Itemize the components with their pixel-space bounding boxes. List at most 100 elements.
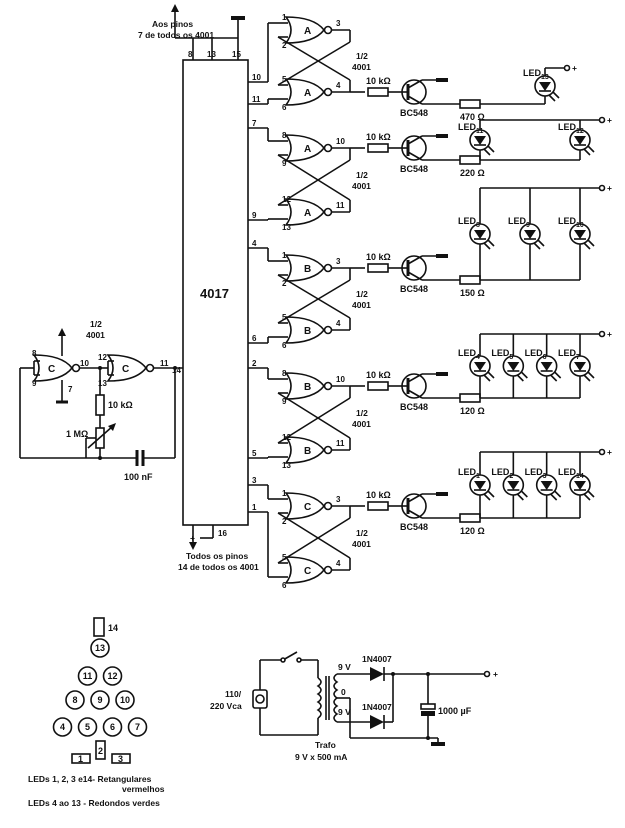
led-label: LED7 [558, 348, 580, 361]
tree-label-14: 14 [108, 623, 118, 633]
transistor-label: BC548 [400, 108, 428, 118]
led-label: LED8 [458, 216, 480, 229]
gate-letter: A [304, 208, 311, 219]
vcc-plus: + [572, 63, 577, 73]
gate-pin-in1: 8 [282, 369, 287, 378]
osc-cap-label: 100 nF [124, 472, 153, 482]
led-label: LED6 [525, 348, 547, 361]
gate-pin-in1: 5 [282, 313, 287, 322]
gate-pin-out: 3 [336, 495, 341, 504]
osc-half-1: 1/2 [90, 319, 102, 329]
led-name: LED [508, 216, 527, 226]
ic-output-pin: 6 [252, 334, 257, 343]
vcc-plus: + [607, 115, 612, 125]
led-name: LED [458, 348, 477, 358]
gate-pin-in1: 8 [282, 131, 287, 140]
led-name: LED [558, 216, 577, 226]
ic-output-pin: 7 [252, 119, 257, 128]
gate-pin-out: 11 [336, 439, 345, 448]
psu-v1: 9 V [338, 662, 351, 672]
ic-pin-8: 8 [188, 50, 193, 59]
gate-letter: B [304, 326, 311, 337]
led-name: LED [558, 467, 577, 477]
psu-mains-1: 110/ [225, 689, 242, 699]
psu-cap: 1000 µF [438, 706, 472, 716]
ic-output-pin: 1 [252, 503, 257, 512]
gate-pin-in1: 1 [282, 489, 287, 498]
legend-line3: LEDs 4 ao 13 - Redondos verdes [28, 798, 160, 808]
gate-pin-in2: 6 [282, 103, 287, 112]
half-label-1: 1/2 [356, 51, 368, 61]
tree-led [90, 690, 110, 710]
tree-led-number: 11 [83, 671, 93, 681]
psu-d1: 1N4007 [362, 654, 392, 664]
gate-pin-in2: 13 [282, 223, 291, 232]
gate-pin-in2: 2 [282, 279, 287, 288]
tree-rect [111, 753, 131, 764]
tree-label-2: 2 [98, 746, 103, 756]
base-resistor-label: 10 kΩ [366, 490, 391, 500]
led-label: LED1 [458, 467, 480, 480]
base-resistor-label: 10 kΩ [366, 370, 391, 380]
led-label: LED10 [558, 216, 584, 229]
legend-line2: vermelhos [122, 784, 165, 794]
vcc-plus: + [607, 329, 612, 339]
led-name: LED [458, 467, 477, 477]
led-label: LED14 [558, 467, 584, 480]
ic-pin-14: 14 [172, 366, 181, 375]
psu-mains-2: 220 Vca [210, 701, 242, 711]
tree-rect [71, 753, 91, 764]
gate-pin-in2: 6 [282, 341, 287, 350]
tree-led-number: 10 [120, 695, 130, 705]
tree-led-number: 13 [95, 643, 105, 653]
gate-pin-out: 10 [336, 137, 345, 146]
led-sub: 13 [541, 74, 549, 81]
led-label: LED9 [508, 216, 530, 229]
half-label-1: 1/2 [356, 408, 368, 418]
tree-led [65, 690, 85, 710]
half-label-2: 4001 [352, 419, 371, 429]
ic-output-pin: 10 [252, 73, 261, 82]
tree-label-3: 3 [118, 754, 123, 764]
led-name: LED [523, 68, 542, 78]
gate-pin-in1: 5 [282, 75, 287, 84]
tree-led [77, 666, 98, 686]
ic-output-pin: 3 [252, 476, 257, 485]
oscillator: C C 1/2 4001 8 9 10 12 13 11 7 100 nF [19, 319, 183, 482]
led-label: LED4 [458, 348, 480, 361]
led-name: LED [458, 122, 477, 132]
psu-plus: + [493, 669, 498, 679]
tree-led-number: 8 [72, 695, 77, 705]
ic-output-pin: 5 [252, 449, 257, 458]
led-sub: 7 [576, 354, 580, 361]
led-resistor-label: 120 Ω [460, 406, 485, 416]
tree-led-number: 6 [110, 722, 115, 732]
ic-4017-label: 4017 [200, 286, 229, 301]
transistor-label: BC548 [400, 402, 428, 412]
gate-pin-in2: 2 [282, 517, 287, 526]
base-resistor-label: 10 kΩ [366, 132, 391, 142]
note-top-line1: Aos pinos [152, 19, 193, 29]
transistor-label: BC548 [400, 522, 428, 532]
tree-led-number: 9 [97, 695, 102, 705]
led-name: LED [558, 122, 577, 132]
gate-pin-in2: 2 [282, 41, 287, 50]
note-bottom-line2: 14 de todos os 4001 [178, 562, 259, 572]
osc-pin11: 11 [160, 359, 169, 368]
tree-led-number: 7 [135, 722, 140, 732]
gate-pin-out: 3 [336, 257, 341, 266]
tree-led-number: 4 [60, 722, 65, 732]
osc-pin8: 8 [32, 349, 37, 358]
tree-rect [95, 740, 106, 760]
power-supply: 110/ 220 Vca 0 9 V 9 V 1N4007 1N4007 [210, 651, 498, 762]
psu-trafo-1: Trafo [315, 740, 336, 750]
tree-led [77, 717, 98, 737]
osc-pin7: 7 [68, 385, 73, 394]
